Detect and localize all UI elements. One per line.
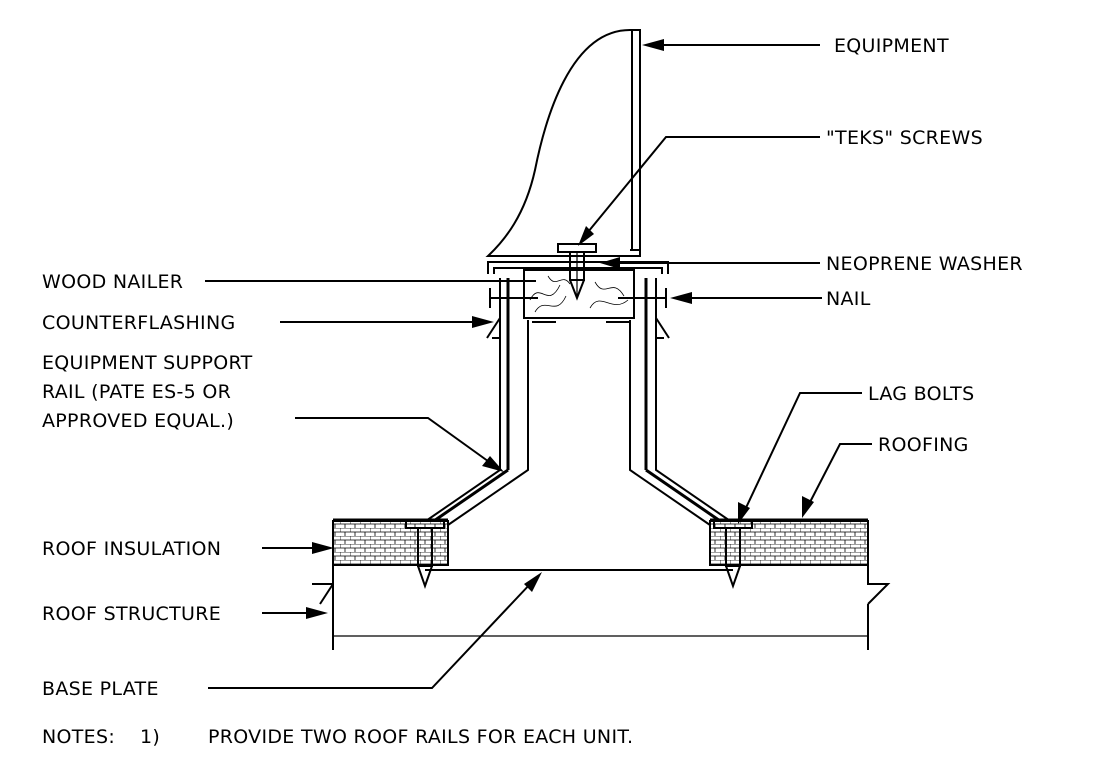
nail-left bbox=[489, 288, 538, 308]
leader-counterflashing bbox=[280, 316, 494, 328]
label-teks-screws: "TEKS" SCREWS bbox=[826, 127, 983, 149]
teks-screw bbox=[557, 243, 597, 301]
counterflashing bbox=[486, 317, 670, 339]
label-roof-structure: ROOF STRUCTURE bbox=[42, 603, 221, 625]
label-wood-nailer: WOOD NAILER bbox=[42, 271, 183, 293]
notes-item-number: 1) bbox=[140, 726, 160, 748]
equipment-unit bbox=[485, 29, 641, 257]
lag-bolt-right bbox=[713, 519, 753, 590]
nail-right bbox=[618, 288, 667, 308]
label-counterflashing: COUNTERFLASHING bbox=[42, 312, 236, 334]
leader-base-plate bbox=[208, 572, 542, 689]
leader-roof-structure bbox=[262, 607, 328, 619]
label-support-rail-line2: RAIL (PATE ES-5 OR bbox=[42, 381, 231, 403]
leader-equipment bbox=[642, 39, 820, 51]
wood-nailer bbox=[523, 269, 635, 323]
label-support-rail-line3: APPROVED EQUAL.) bbox=[42, 410, 234, 432]
notes: NOTES: 1) PROVIDE TWO ROOF RAILS FOR EAC… bbox=[42, 726, 633, 748]
label-roofing: ROOFING bbox=[878, 434, 969, 456]
label-roof-insulation: ROOF INSULATION bbox=[42, 538, 221, 560]
roof-insulation-right bbox=[709, 518, 869, 566]
label-neoprene-washer: NEOPRENE WASHER bbox=[826, 253, 1023, 275]
label-lag-bolts: LAG BOLTS bbox=[868, 383, 974, 405]
leader-support-rail bbox=[295, 417, 504, 472]
leader-roofing bbox=[802, 443, 872, 518]
notes-prefix: NOTES: bbox=[42, 726, 115, 748]
roof-structure bbox=[312, 565, 891, 650]
leader-lag-bolts bbox=[738, 392, 862, 524]
notes-item-text: PROVIDE TWO ROOF RAILS FOR EACH UNIT. bbox=[208, 726, 633, 748]
label-nail: NAIL bbox=[826, 288, 871, 310]
lag-bolt-left bbox=[405, 519, 445, 590]
leader-neoprene-washer bbox=[600, 257, 820, 269]
leader-nail bbox=[670, 292, 822, 304]
leader-teks-screws bbox=[578, 136, 820, 246]
label-equipment: EQUIPMENT bbox=[834, 35, 949, 57]
label-base-plate: BASE PLATE bbox=[42, 678, 159, 700]
roof-insulation-left bbox=[332, 518, 449, 566]
leader-roof-insulation bbox=[262, 542, 334, 554]
label-support-rail-line1: EQUIPMENT SUPPORT bbox=[42, 352, 253, 374]
